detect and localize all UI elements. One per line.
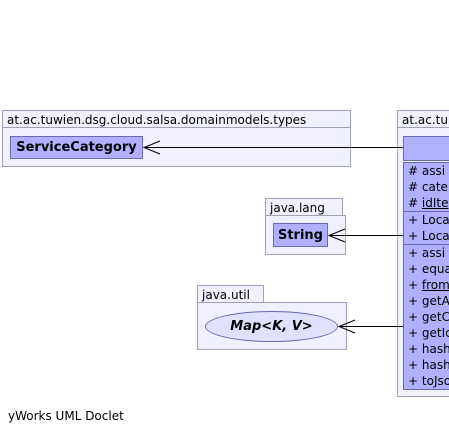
member-visibility: + xyxy=(408,342,419,356)
member-name: getIc xyxy=(421,326,449,340)
member-row[interactable]: # assi xyxy=(404,163,449,179)
member-row[interactable]: # cate xyxy=(404,179,449,195)
member-visibility: + xyxy=(408,310,419,324)
member-name: toJso xyxy=(421,374,449,388)
member-name: idIte xyxy=(421,196,449,210)
member-row[interactable]: + toJso xyxy=(404,373,449,389)
class-service-category[interactable]: ServiceCategory xyxy=(10,136,143,159)
member-row[interactable]: + hash xyxy=(404,341,449,357)
interface-map[interactable]: Map<K, V> xyxy=(205,311,338,342)
class-string[interactable]: String xyxy=(273,223,328,247)
member-visibility: + xyxy=(408,246,419,260)
member-visibility: + xyxy=(408,213,419,227)
member-name: from xyxy=(421,278,449,292)
member-visibility: + xyxy=(408,229,419,243)
member-name: Loca xyxy=(421,213,449,227)
main-class-fields: # assi# cate# idIte xyxy=(403,162,449,212)
member-visibility: + xyxy=(408,294,419,308)
member-visibility: + xyxy=(408,278,419,292)
package-tab-java-util: java.util xyxy=(197,285,264,303)
member-name: getC xyxy=(421,310,449,324)
member-name: hash xyxy=(421,358,449,372)
member-visibility: # xyxy=(408,180,419,194)
member-row[interactable]: + assi xyxy=(404,245,449,261)
member-row[interactable]: + Loca xyxy=(404,228,449,244)
member-name: getA xyxy=(421,294,449,308)
member-row[interactable]: + getA xyxy=(404,293,449,309)
member-visibility: + xyxy=(408,374,419,388)
footer-credit: yWorks UML Doclet xyxy=(8,409,124,423)
member-name: Loca xyxy=(421,229,449,243)
member-row[interactable]: + equa xyxy=(404,261,449,277)
member-row[interactable]: + Loca xyxy=(404,212,449,228)
member-row[interactable]: + hash xyxy=(404,357,449,373)
main-class-header[interactable] xyxy=(403,136,449,161)
member-visibility: # xyxy=(408,164,419,178)
member-row[interactable]: # idIte xyxy=(404,195,449,211)
member-visibility: + xyxy=(408,326,419,340)
main-class-constructors: + Loca+ Loca xyxy=(403,211,449,245)
member-name: hash xyxy=(421,342,449,356)
member-name: assi xyxy=(421,246,446,260)
member-name: cate xyxy=(421,180,448,194)
member-name: equa xyxy=(421,262,449,276)
package-tab-types: at.ac.tuwien.dsg.cloud.salsa.domainmodel… xyxy=(2,110,351,128)
main-class-methods: + assi+ equa+ from+ getA+ getC+ getIc+ h… xyxy=(403,244,449,390)
member-row[interactable]: + from xyxy=(404,277,449,293)
member-row[interactable]: + getC xyxy=(404,309,449,325)
member-row[interactable]: + getIc xyxy=(404,325,449,341)
member-visibility: + xyxy=(408,262,419,276)
member-name: assi xyxy=(421,164,446,178)
member-visibility: + xyxy=(408,358,419,372)
member-visibility: # xyxy=(408,196,419,210)
